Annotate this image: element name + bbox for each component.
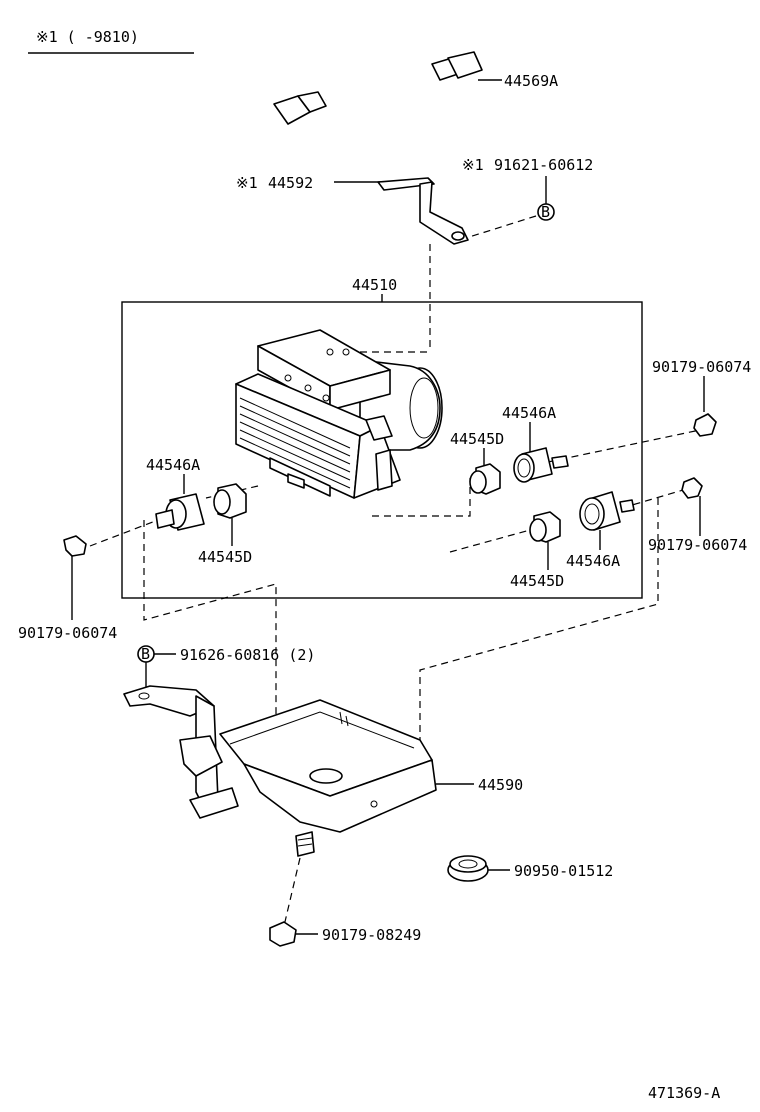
label-44545D-left: 44545D — [198, 548, 252, 566]
wire-harness-drawing — [273, 51, 483, 125]
dash-bracket — [429, 215, 537, 352]
cushion-d-right-top — [469, 463, 501, 495]
label-nut-right-top: 90179-06074 — [652, 358, 751, 376]
nut-bottom — [269, 921, 297, 947]
label-44510: 44510 — [352, 276, 397, 294]
actuator-drawing — [235, 329, 443, 499]
label-44569A: 44569A — [504, 72, 558, 90]
cushion-a-right-top — [513, 447, 569, 483]
label-44545D-right-top: 44545D — [450, 430, 504, 448]
label-44545D-right-bottom: 44545D — [510, 572, 564, 590]
base-bracket-drawing — [123, 685, 437, 857]
nut-right-bottom — [681, 477, 703, 499]
dash-left-nut — [89, 519, 159, 547]
label-90950-01512: 90950-01512 — [514, 862, 613, 880]
bracket-44592-drawing — [377, 177, 469, 245]
circle-b-top-letter: B — [541, 203, 550, 221]
grommet-drawing — [447, 855, 489, 882]
label-91626-60816: 91626-60816 (2) — [180, 646, 315, 664]
label-44546A-left: 44546A — [146, 456, 200, 474]
dash-right-down — [419, 498, 659, 760]
label-90179-08249: 90179-08249 — [322, 926, 421, 944]
label-nut-left: 90179-06074 — [18, 624, 117, 642]
nut-right-top — [693, 413, 717, 437]
label-44592: 44592 — [268, 174, 313, 192]
label-44590: 44590 — [478, 776, 523, 794]
dash-mid-lower — [449, 529, 531, 553]
cushion-d-right-bottom — [529, 511, 561, 543]
dash-bottom-nut — [283, 857, 301, 927]
dash-right-top — [547, 429, 701, 463]
dash-mid-upper — [372, 478, 471, 517]
nut-left — [63, 535, 87, 557]
mark-bolt-b: ※1 — [462, 156, 484, 174]
cushion-d-left — [213, 483, 247, 519]
drawing-id: 471369-A — [648, 1084, 720, 1102]
circle-b-bottom-letter: B — [141, 645, 150, 663]
mark-bracket: ※1 — [236, 174, 258, 192]
actuator-assembly-box — [121, 301, 643, 599]
circle-b-top — [537, 203, 555, 221]
cushion-a-right-bottom — [579, 491, 635, 531]
header-note: ※1 ( -9810) — [36, 28, 139, 46]
cushion-a-left — [155, 493, 205, 531]
label-nut-right-bottom: 90179-06074 — [648, 536, 747, 554]
label-91621-60612: 91621-60612 — [494, 156, 593, 174]
dash-left-down — [143, 520, 277, 730]
label-44546A-right-top: 44546A — [502, 404, 556, 422]
label-44546A-right-bottom: 44546A — [566, 552, 620, 570]
